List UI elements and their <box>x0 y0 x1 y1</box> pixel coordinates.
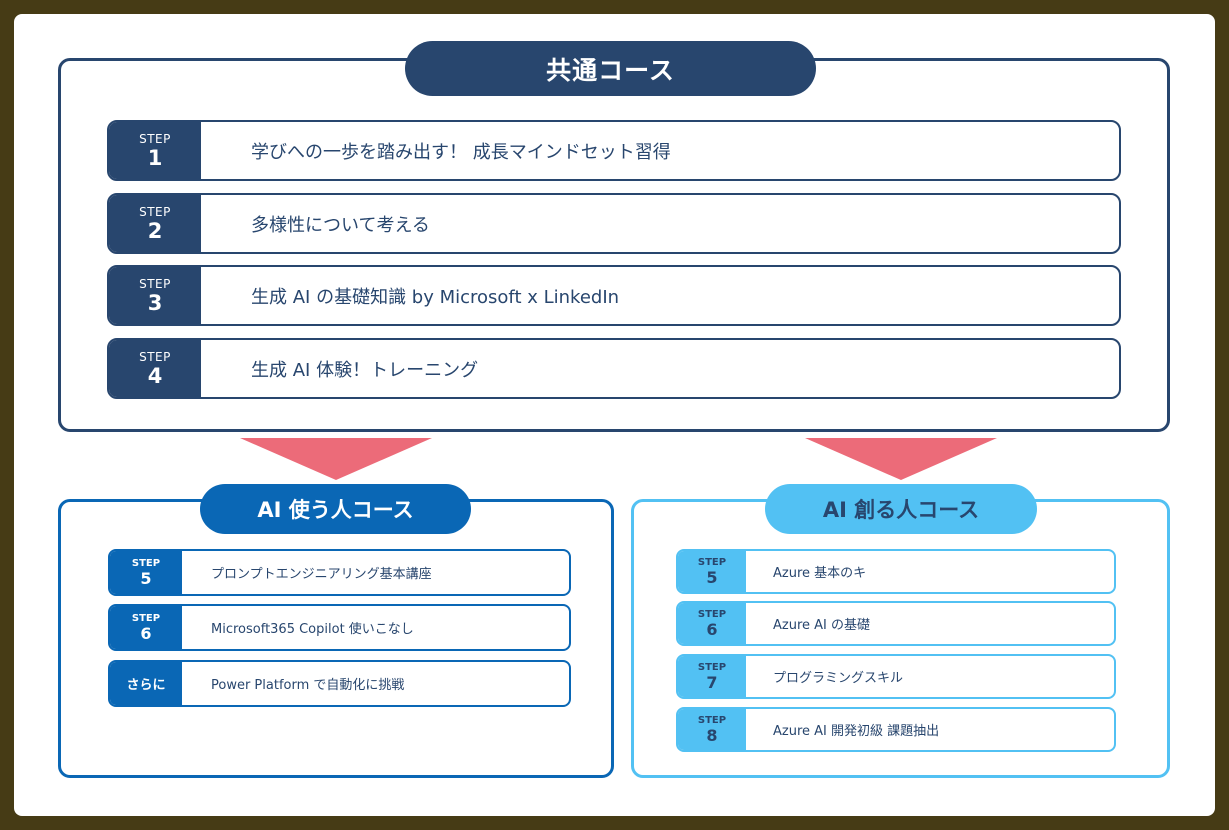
step-text: Azure AI 開発初級 課題抽出 <box>773 724 940 739</box>
step-text: プロンプトエンジニアリング基本講座 <box>211 567 432 582</box>
create-step-6: STEP 6 Azure AI の基礎 <box>676 601 1116 646</box>
down-arrow-icon <box>805 438 997 480</box>
step-text: Power Platform で自動化に挑戦 <box>211 678 405 693</box>
step-number: 1 <box>147 145 163 170</box>
common-course-title: 共通コース <box>405 41 816 96</box>
step-badge: STEP 5 <box>678 551 746 592</box>
step-badge: STEP 5 <box>110 551 182 594</box>
common-step-4: STEP 4 生成 AI 体験！トレーニング <box>107 338 1121 399</box>
step-label: STEP <box>697 714 727 726</box>
step-label: STEP <box>131 557 161 569</box>
common-step-1: STEP 1 学びへの一歩を踏み出す！ 成長マインドセット習得 <box>107 120 1121 181</box>
create-course-title: AI 創る人コース <box>765 484 1037 534</box>
step-text: 学びへの一歩を踏み出す！ 成長マインドセット習得 <box>251 141 671 163</box>
step-number: 5 <box>706 567 718 587</box>
down-arrow-icon <box>240 438 432 480</box>
step-text: 多様性について考える <box>251 214 430 236</box>
use-step-6: STEP 6 Microsoft365 Copilot 使いこなし <box>108 604 571 651</box>
step-badge: STEP 6 <box>110 606 182 649</box>
step-badge: さらに <box>110 662 182 705</box>
step-label: STEP <box>131 612 161 624</box>
use-step-further: さらに Power Platform で自動化に挑戦 <box>108 660 571 707</box>
step-badge: STEP 1 <box>109 122 201 179</box>
step-text: Azure AI の基礎 <box>773 618 871 633</box>
step-text: 生成 AI の基礎知識 by Microsoft x LinkedIn <box>251 286 620 308</box>
step-label: STEP <box>697 661 727 673</box>
step-badge: STEP 3 <box>109 267 201 324</box>
step-label: STEP <box>139 131 171 146</box>
step-label: さらに <box>126 678 166 693</box>
step-number: 7 <box>706 672 718 692</box>
step-number: 2 <box>147 218 163 243</box>
step-label: STEP <box>139 276 171 291</box>
step-text: Microsoft365 Copilot 使いこなし <box>211 622 414 637</box>
create-step-7: STEP 7 プログラミングスキル <box>676 654 1116 699</box>
step-text: 生成 AI 体験！トレーニング <box>251 359 479 381</box>
step-label: STEP <box>139 204 171 219</box>
step-label: STEP <box>697 608 727 620</box>
create-step-5: STEP 5 Azure 基本のキ <box>676 549 1116 594</box>
step-label: STEP <box>139 349 171 364</box>
step-badge: STEP 8 <box>678 709 746 750</box>
step-number: 8 <box>706 725 718 745</box>
common-step-2: STEP 2 多様性について考える <box>107 193 1121 254</box>
step-number: 3 <box>147 290 163 315</box>
step-text: プログラミングスキル <box>773 671 904 686</box>
use-step-5: STEP 5 プロンプトエンジニアリング基本講座 <box>108 549 571 596</box>
step-badge: STEP 6 <box>678 603 746 644</box>
step-badge: STEP 4 <box>109 340 201 397</box>
common-step-3: STEP 3 生成 AI の基礎知識 by Microsoft x Linked… <box>107 265 1121 326</box>
step-text: Azure 基本のキ <box>773 566 867 581</box>
use-course-title: AI 使う人コース <box>200 484 471 534</box>
step-number: 4 <box>147 363 163 388</box>
step-number: 5 <box>140 568 152 588</box>
step-badge: STEP 7 <box>678 656 746 697</box>
step-badge: STEP 2 <box>109 195 201 252</box>
step-number: 6 <box>140 623 152 643</box>
step-label: STEP <box>697 556 727 568</box>
create-step-8: STEP 8 Azure AI 開発初級 課題抽出 <box>676 707 1116 752</box>
step-number: 6 <box>706 619 718 639</box>
